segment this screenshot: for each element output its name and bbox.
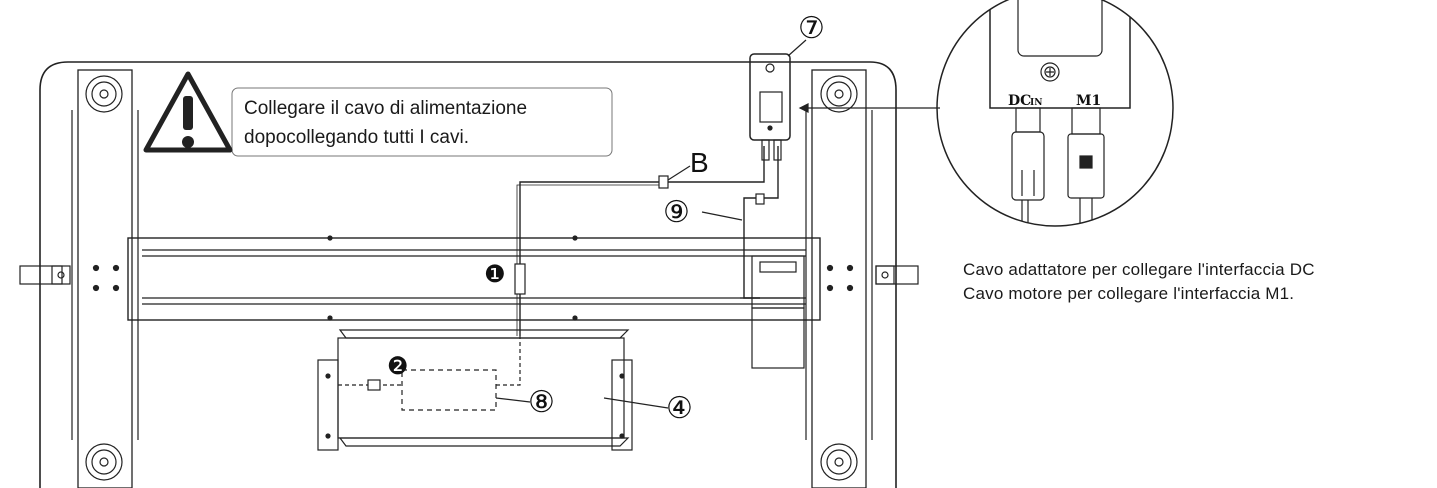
warning-box: Collegare il cavo di alimentazione dopoc… [143, 71, 613, 157]
label-connector-1: ❶ [484, 261, 506, 288]
right-leg [805, 69, 873, 488]
right-handle [875, 265, 919, 285]
port-label-dc: DC [1008, 93, 1031, 109]
label-control-box: ⑦ [798, 12, 825, 45]
left-handle [19, 265, 71, 285]
power-adapter [401, 369, 497, 411]
warning-line-1: Collegare il cavo di alimentazione [244, 98, 527, 119]
cable-clip-b [658, 175, 669, 189]
adapter-cable-right [496, 336, 521, 386]
left-leg [71, 69, 139, 488]
power-cable-inner [516, 184, 664, 336]
label-motor-cable: ⑨ [663, 196, 690, 229]
desktop-outline [39, 61, 897, 488]
m1-cable [1067, 107, 1105, 226]
dc-in-cable [1011, 107, 1045, 226]
warning-line-2: dopocollegando tutti I cavi. [244, 127, 469, 148]
label-adapter-plug: ❷ [387, 353, 409, 380]
label-power-adapter: ⑧ [528, 386, 555, 419]
crossbeam [127, 235, 821, 321]
label-cable-b: B [690, 147, 709, 178]
control-box [749, 53, 791, 161]
detail-inset: DC IN M1 [936, 0, 1174, 227]
adapter-plug [367, 379, 381, 391]
port-label-dc-sub: IN [1030, 98, 1042, 108]
caption-line-dc: Cavo adattatore per collegare l'interfac… [963, 260, 1315, 279]
caption-line-m1: Cavo motore per collegare l'interfaccia … [963, 284, 1295, 303]
connector-1 [514, 263, 526, 295]
motor-cable-clip [755, 193, 765, 205]
cable-tray [317, 329, 633, 451]
inset-caption: Cavo adattatore per collegare l'interfac… [963, 258, 1433, 306]
motor-cable [743, 146, 779, 299]
screw-icon [1040, 62, 1060, 82]
motor-unit [740, 255, 805, 369]
label-cable-tray: ④ [666, 392, 693, 425]
inset-leader-arrow [798, 103, 809, 113]
power-cable [519, 146, 765, 336]
port-label-m1: M1 [1076, 93, 1101, 109]
